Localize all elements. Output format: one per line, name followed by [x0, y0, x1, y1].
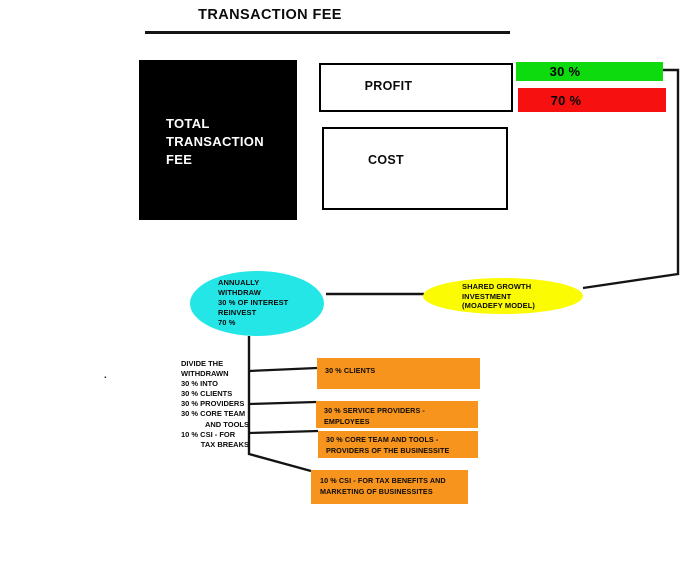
withdraw-line: REINVEST	[218, 308, 257, 317]
withdraw-line: 70 %	[218, 318, 236, 327]
withdraw-line: ANNUALLY	[218, 278, 260, 287]
total-fee-line: TOTAL	[166, 116, 210, 131]
allocation-line: 10 % CSI - FOR TAX BENEFITS AND	[320, 476, 446, 485]
profit-box: PROFIT	[319, 63, 513, 112]
divide-note-line: 10 % CSI - FOR	[181, 429, 236, 439]
cost-share-bar: 70 %	[518, 88, 666, 112]
shared-growth-line: SHARED GROWTH	[462, 282, 532, 291]
divide-note-line: DIVIDE THE	[181, 359, 224, 368]
page-title: TRANSACTION FEE	[198, 7, 342, 23]
allocation-line: EMPLOYEES	[324, 416, 370, 426]
cost-label: COST	[368, 153, 404, 167]
allocation-line: 30 % CORE TEAM AND TOOLS -	[326, 435, 439, 444]
connector-trunk-to-csi	[247, 336, 312, 473]
allocation-line: 30 % SERVICE PROVIDERS -	[324, 406, 425, 415]
withdraw-line: 30 % OF INTEREST	[218, 298, 289, 307]
divide-note-line: 30 % CORE TEAM	[181, 409, 246, 419]
annually-withdraw-ellipse: ANNUALLY WITHDRAW 30 % OF INTEREST REINV…	[190, 271, 324, 336]
title-underline	[145, 31, 510, 34]
allocation-box-service-providers: 30 % SERVICE PROVIDERS - EMPLOYEES	[316, 401, 478, 428]
divide-note-line: 30 % CLIENTS	[181, 389, 233, 399]
cost-box: COST	[322, 127, 508, 210]
divide-note-line: 30 % INTO	[181, 379, 218, 389]
divide-note-line: WITHDRAWN	[181, 369, 229, 379]
allocation-line: 30 % CLIENTS	[325, 366, 376, 375]
connector-branch-clients	[248, 366, 318, 373]
divide-note-line: AND TOOLS	[204, 419, 249, 429]
profit-share-label: 30 %	[549, 64, 581, 79]
total-fee-line: FEE	[166, 152, 193, 167]
connector-branch-service-providers	[248, 400, 317, 406]
allocation-box-core-team: 30 % CORE TEAM AND TOOLS - PROVIDERS OF …	[318, 431, 478, 458]
allocation-line: MARKETING OF BUSINESSITES	[320, 486, 433, 496]
allocation-box-csi: 10 % CSI - FOR TAX BENEFITS AND MARKETIN…	[311, 470, 468, 504]
total-transaction-fee-box: TOTAL TRANSACTION FEE	[139, 60, 297, 220]
divide-note-line: TAX BREAKS	[200, 439, 249, 449]
withdraw-line: WITHDRAW	[218, 288, 261, 297]
allocation-line: PROVIDERS OF THE BUSINESSITE	[326, 445, 450, 455]
shared-growth-line: INVESTMENT	[462, 291, 512, 301]
profit-label: PROFIT	[364, 78, 413, 93]
stray-dot-mark: .	[104, 370, 107, 381]
divide-note: DIVIDE THE WITHDRAWN 30 % INTO 30 % CLIE…	[181, 359, 249, 450]
connector-branch-core-team	[248, 429, 319, 435]
profit-share-bar: 30 %	[516, 62, 663, 81]
shared-growth-line: (MOADEFY MODEL)	[462, 301, 536, 310]
cost-share-label: 70 %	[550, 92, 582, 108]
total-fee-line: TRANSACTION	[166, 134, 264, 149]
shared-growth-ellipse: SHARED GROWTH INVESTMENT (MOADEFY MODEL)	[423, 278, 583, 314]
allocation-box-clients: 30 % CLIENTS	[317, 358, 480, 389]
divide-note-line: 30 % PROVIDERS	[181, 399, 245, 409]
